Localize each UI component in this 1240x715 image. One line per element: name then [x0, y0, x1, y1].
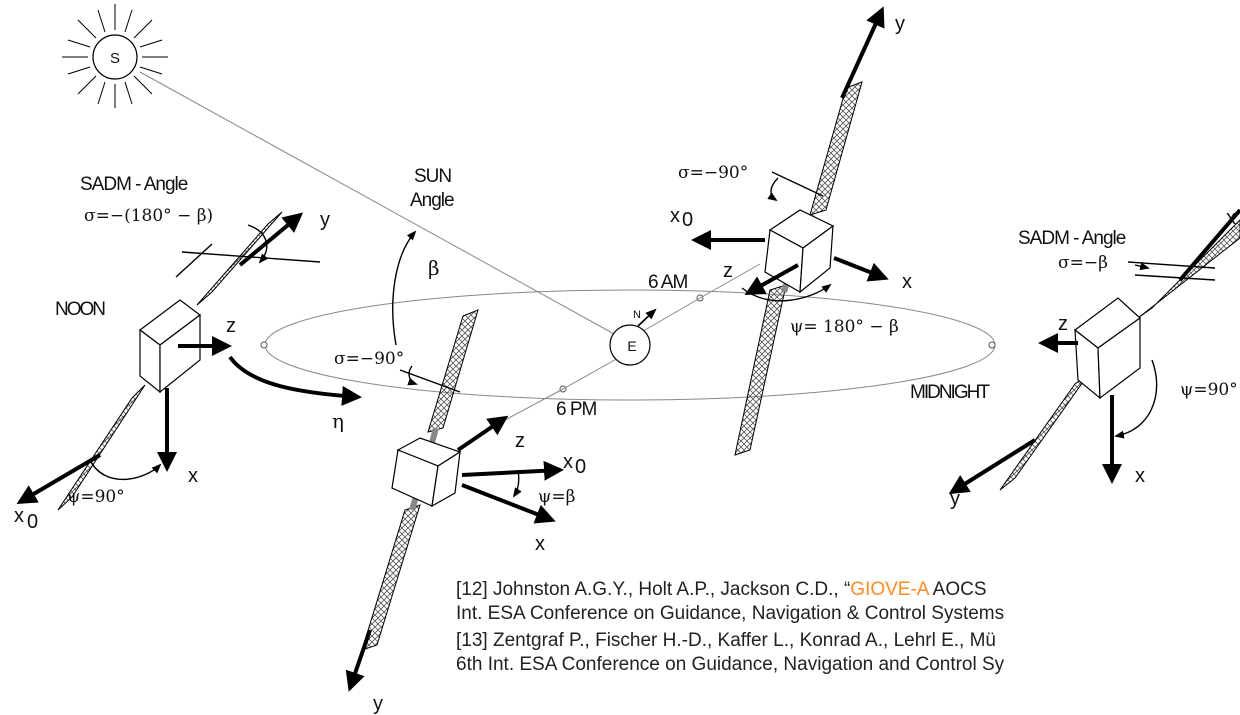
eta-label: η [332, 409, 344, 433]
sun-angle-label-2: Angle [410, 190, 454, 211]
svg-text:x: x [563, 451, 573, 473]
psi-6pm-label: ψ=β [538, 487, 575, 507]
satellite-noon [16, 211, 321, 511]
sadm-angle-label-midnight: SADM - Angle [1018, 228, 1126, 249]
sun-icon: S [62, 4, 168, 108]
svg-text:y: y [320, 209, 330, 231]
giove-a-link[interactable]: GIOVE-A [850, 579, 929, 600]
svg-text:z: z [1058, 313, 1068, 335]
svg-text:x: x [188, 465, 198, 487]
sigma-midnight-label: σ=−β [1058, 253, 1108, 273]
svg-text:0: 0 [575, 456, 586, 478]
references-block: [12] Johnston A.G.Y., Holt A.P., Jackson… [456, 578, 1240, 680]
svg-text:z: z [723, 260, 733, 282]
sun-angle-arc [392, 230, 417, 346]
north-label: N [633, 309, 641, 321]
sigma-6am-label: σ=−90° [678, 163, 748, 183]
beta-label: β [428, 256, 440, 280]
svg-text:0: 0 [682, 209, 693, 231]
svg-text:x: x [670, 205, 680, 227]
svg-text:0: 0 [27, 511, 38, 533]
svg-text:x: x [902, 271, 912, 293]
psi-6am-label: ψ= 180° − β [790, 317, 899, 337]
psi-midnight-label: ψ=90° [1180, 380, 1238, 400]
earth-icon: E N [609, 308, 657, 366]
reference-12: [12] Johnston A.G.Y., Holt A.P., Jackson… [456, 579, 1005, 624]
psi-noon-label: ψ=90° [67, 487, 125, 507]
svg-text:x: x [14, 505, 24, 527]
satellite-6am [691, 6, 889, 456]
earth-label: E [627, 338, 636, 354]
sigma-noon-label: σ=−(180° − β) [84, 206, 213, 226]
sadm-angle-label-noon: SADM - Angle [80, 174, 188, 195]
svg-text:y: y [373, 693, 383, 715]
svg-text:x: x [1226, 207, 1236, 229]
reference-13: [13] Zentgraf P., Fischer H.-D., Kaffer … [456, 630, 1005, 675]
satellite-6pm [345, 309, 564, 692]
sun-label: S [110, 50, 120, 67]
sun-angle-label-1: SUN [414, 166, 451, 187]
satellite-midnight [948, 208, 1240, 495]
svg-text:y: y [895, 13, 905, 35]
svg-text:x: x [535, 533, 545, 555]
eta-arrow [228, 355, 362, 406]
svg-text:y: y [950, 488, 960, 510]
midnight-label: MIDNIGHT [910, 382, 990, 403]
svg-text:z: z [226, 315, 236, 337]
orbit-points [260, 294, 996, 393]
six-am-label: 6 AM [648, 272, 687, 293]
noon-label: NOON [55, 299, 105, 320]
sun-line [139, 71, 626, 341]
svg-text:z: z [515, 430, 525, 452]
six-pm-label: 6 PM [556, 399, 597, 420]
sigma-6pm-label: σ=−90° [334, 349, 404, 369]
svg-text:x: x [1135, 465, 1145, 487]
